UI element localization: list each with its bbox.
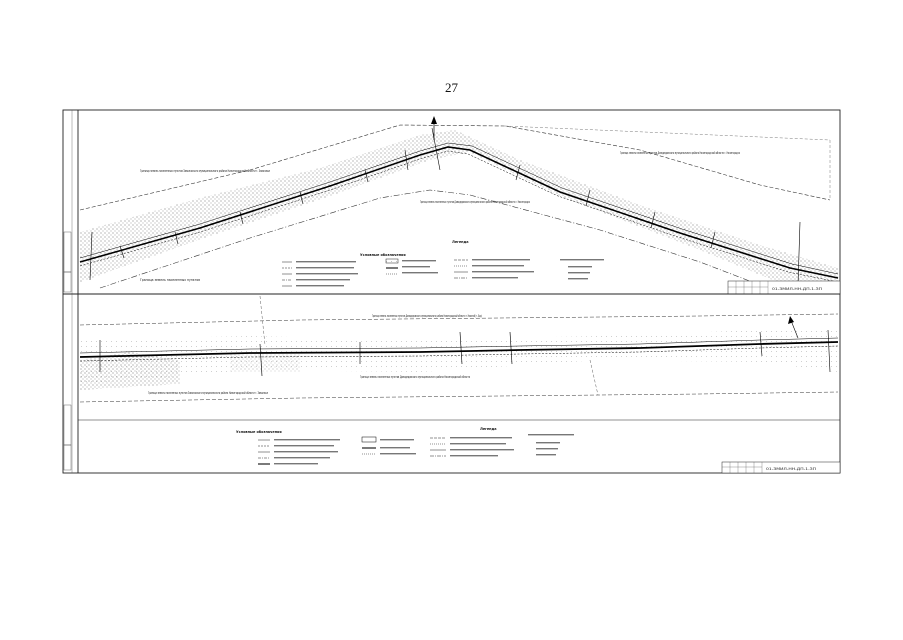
sheet-2-label-2: Граница земель населенных пунктов Заволж… <box>148 391 268 395</box>
sheet-1: Граница земель населенных пунктов Заволж… <box>62 109 841 295</box>
sheet-2-stamp: 01-ЗМИЛ-НН-ДП-1-ЗП <box>721 461 841 474</box>
buffer-zone <box>80 130 838 283</box>
boundary-lower <box>99 189 761 289</box>
sheet-2-frame <box>62 293 841 474</box>
sheet-2-stamp-code: 01-ЗМИЛ-НН-ДП-1-ЗП <box>766 467 817 471</box>
sheet-1-legend-title: Условные обозначения <box>360 253 406 257</box>
sheet-1-label-4: Граница земель населенных пунктов <box>140 278 200 282</box>
sheet-2-legend-title: Условные обозначения <box>236 430 282 434</box>
route-line-2 <box>79 341 839 358</box>
sheet-1-label-1: Граница земель населенных пунктов Заволж… <box>140 169 270 173</box>
sheet-1-legend: Легенда Условные обозначения <box>282 240 604 287</box>
route-line-1 <box>79 146 839 279</box>
boundary-upper <box>79 124 831 211</box>
sheet-2-legend-header: Легенда <box>480 427 497 431</box>
sheet-1-stamp-code: 01-ЗМИЛ-НН-ДП-1-ЗП <box>772 287 823 291</box>
sheet-1-legend-header: Легенда <box>452 240 469 244</box>
sheet-1-label-2: Граница земель населенных пунктов Домоде… <box>620 151 740 155</box>
page-number: 27 <box>445 80 458 95</box>
north-arrow-icon-2 <box>788 316 799 339</box>
sheet-2-legend: Условные обозначения Легенда <box>236 427 574 465</box>
sheet-2-label-1: Граница земель населенных пунктов Домоде… <box>372 314 482 318</box>
sheet-1-stamp: 01-ЗМИЛ-НН-ДП-1-ЗП <box>727 280 841 295</box>
north-arrow-icon <box>431 116 437 140</box>
sheet-2-label-3: Граница земель населенных пунктов Домоде… <box>360 375 470 379</box>
sheet-1-label-3: Граница земель населенных пунктов Домоде… <box>420 200 530 204</box>
sheet-2: Граница земель населенных пунктов Домоде… <box>62 293 841 474</box>
